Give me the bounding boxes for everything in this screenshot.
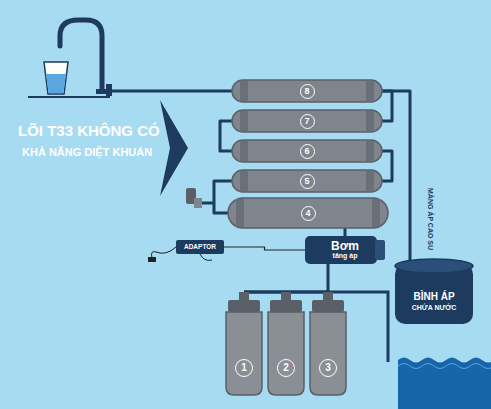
- counter-line: [28, 96, 110, 98]
- filter-housing: 1: [226, 300, 262, 395]
- cartridge-body: [228, 198, 388, 228]
- pump-subtitle: tăng áp: [333, 252, 358, 260]
- node-shape: [226, 300, 262, 395]
- filter-cartridge: 6: [232, 140, 382, 162]
- callout-number: 6: [300, 144, 315, 159]
- water-pipe: [382, 91, 410, 264]
- booster-pump: Bơmtăng áp: [305, 236, 385, 264]
- housing-port: [323, 292, 333, 300]
- node-shape: [310, 300, 346, 395]
- chevron-arrow: [160, 100, 188, 196]
- node-content: ADAPTOR: [176, 240, 224, 254]
- adaptor-label: ADAPTOR: [184, 243, 216, 251]
- cartridge-body: [232, 80, 382, 102]
- housing-port: [239, 292, 249, 300]
- node-content: BÌNH ÁPCHỨA NƯỚC: [395, 258, 473, 324]
- node-content: 4: [228, 198, 388, 228]
- glass: [44, 62, 68, 94]
- adaptor-plug: [148, 257, 156, 262]
- adaptor-cord: [200, 254, 212, 260]
- node-content: 7: [232, 110, 382, 132]
- filter-cartridge: 5: [232, 170, 382, 192]
- water-wave: [398, 364, 491, 369]
- cartridge-band: [240, 141, 248, 161]
- water-pipe: [382, 151, 392, 181]
- pump-title: Bơm: [331, 240, 359, 252]
- note-heading: LÕI T33 KHÔNG CÓ: [18, 122, 160, 139]
- note-text: KHẢ NĂNG DIỆT KHUẨN: [22, 146, 152, 158]
- housing-body: [268, 312, 304, 395]
- pump-body: [305, 236, 377, 264]
- cartridge-band: [240, 81, 248, 101]
- water-pipe: [344, 228, 347, 236]
- cartridge-body: [232, 170, 382, 192]
- node-content: 2: [268, 300, 304, 395]
- filter-cartridge: 4: [228, 198, 388, 228]
- housing-cap: [228, 300, 260, 312]
- faucet-pipe: [108, 90, 232, 93]
- cartridge-band: [366, 111, 374, 131]
- housing-body: [310, 312, 346, 395]
- pump-motor: [375, 240, 385, 260]
- cartridge-band: [366, 81, 374, 101]
- callout-number: 2: [277, 359, 295, 377]
- filter-housing: 2: [268, 300, 304, 395]
- faucet-base: [96, 89, 108, 94]
- cartridge-band: [372, 199, 380, 227]
- callout-number: 1: [235, 359, 253, 377]
- housing-body: [226, 312, 262, 395]
- filter-cartridge: 8: [232, 80, 382, 102]
- adaptor-box: ADAPTOR: [176, 240, 224, 254]
- cartridge-band: [240, 111, 248, 131]
- water-pipe: [382, 91, 392, 121]
- node-content: 6: [232, 140, 382, 162]
- tank-subtitle: CHỨA NƯỚC: [412, 303, 457, 312]
- water-pipe: [244, 291, 286, 294]
- water-pipe: [286, 291, 328, 294]
- housing-cap: [270, 300, 302, 312]
- adaptor-body: [176, 240, 224, 254]
- membrane-label: MÀNG ÁP CAO SU: [427, 188, 434, 250]
- housing-port: [281, 292, 291, 300]
- callout-number: 8: [300, 84, 315, 99]
- adaptor-cord: [152, 247, 177, 258]
- cartridge-body: [232, 140, 382, 162]
- drain-fitting: [194, 198, 202, 208]
- callout-number: 3: [319, 359, 337, 377]
- water-pipe: [220, 121, 232, 151]
- callout-number: 7: [300, 114, 315, 129]
- callout-number: 5: [300, 174, 315, 189]
- node-content: 8: [232, 80, 382, 102]
- node-content: Bơmtăng áp: [305, 236, 385, 264]
- cartridge-band: [366, 141, 374, 161]
- filter-housing: 3: [310, 300, 346, 395]
- cartridge-band: [236, 199, 244, 227]
- cartridge-band: [366, 171, 374, 191]
- water-reservoir: [398, 358, 491, 409]
- cartridge-band: [240, 171, 248, 191]
- housing-cap: [312, 300, 344, 312]
- power-wire: [224, 247, 305, 250]
- filter-cartridge: 7: [232, 110, 382, 132]
- node-content: 5: [232, 170, 382, 192]
- cartridge-body: [232, 110, 382, 132]
- glass-water: [46, 74, 66, 93]
- node-shape: [268, 300, 304, 395]
- pressure-tank: BÌNH ÁPCHỨA NƯỚC: [395, 258, 473, 324]
- tank-title: BÌNH ÁP: [413, 291, 454, 303]
- tank-top: [395, 259, 473, 273]
- node-content: 3: [310, 300, 346, 395]
- callout-number: 4: [301, 206, 316, 221]
- node-content: 1: [226, 300, 262, 395]
- drain-pipe: [200, 202, 214, 205]
